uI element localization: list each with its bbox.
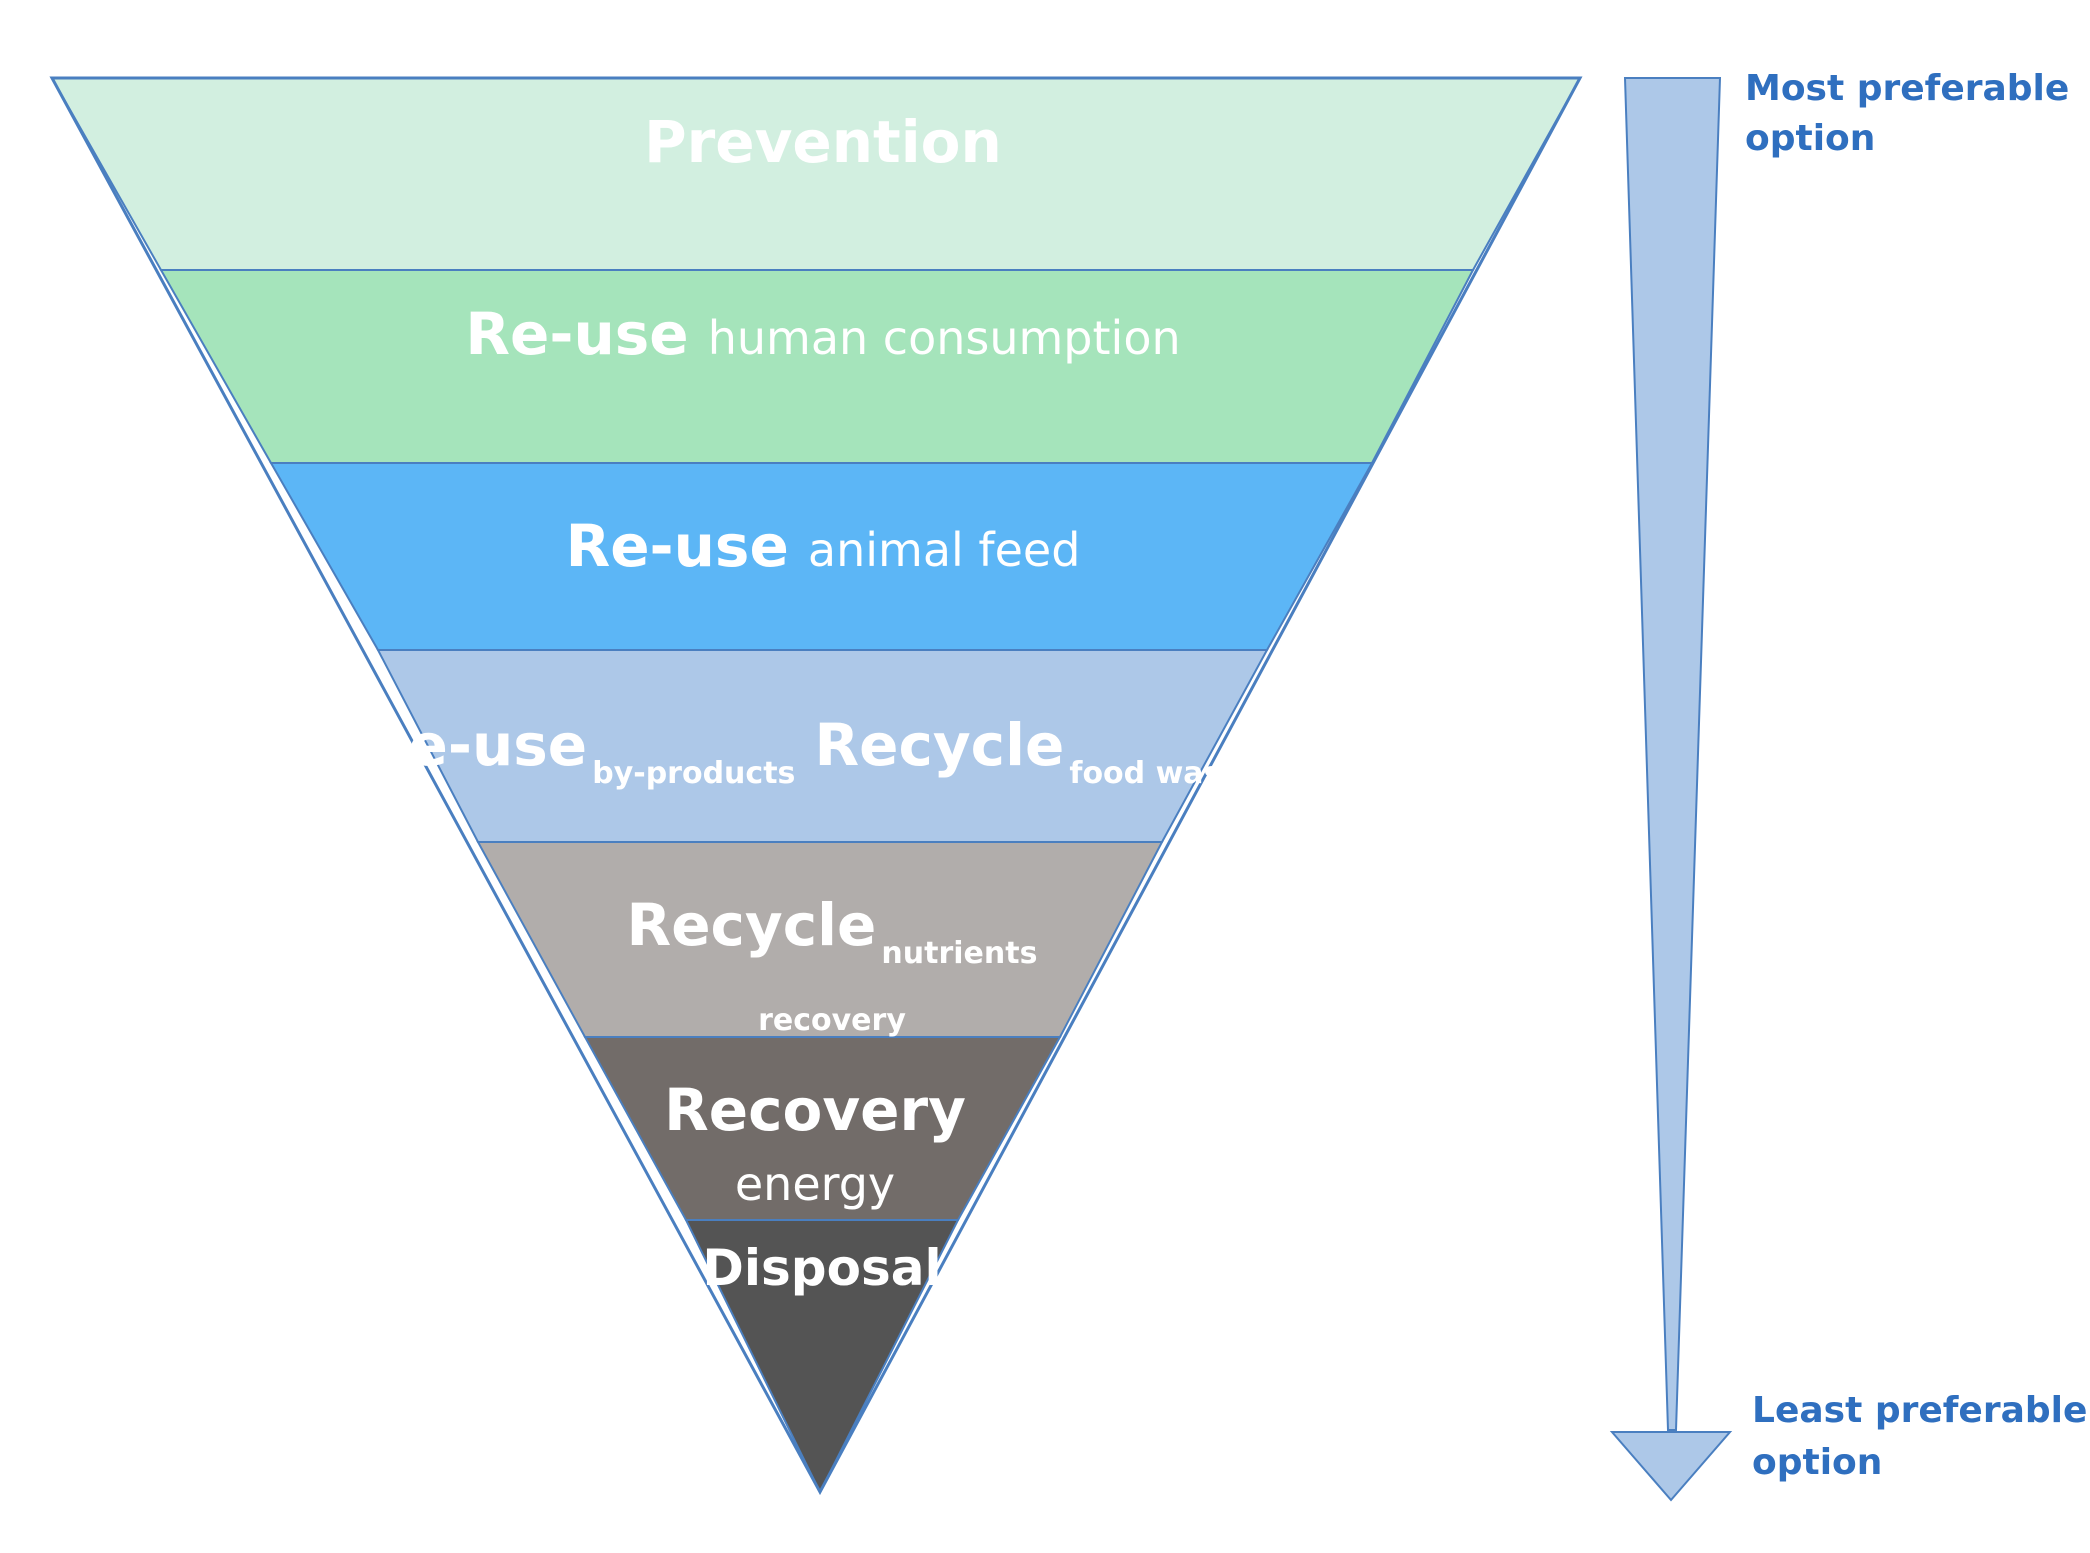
preference-arrow-shaft [1623, 77, 1722, 1431]
tier-reuse-recycle-label: Re-use by-products Recycle food waste [364, 711, 1256, 791]
tier-reuse-animal-main: Re-use [566, 512, 789, 580]
tier-reuse-byproducts-sub: by-products [592, 756, 795, 791]
most-preferable-line1: Most preferable [1745, 68, 2069, 109]
tier-recycle-nutrients-label: Recycle nutrients [627, 891, 1038, 971]
least-preferable-label: Least preferable option [1752, 1390, 2090, 1483]
tier-reuse-human-label: Re-use human consumption [465, 300, 1180, 368]
most-preferable-line2: option [1745, 118, 1875, 159]
most-preferable-label: Most preferable option [1745, 68, 2082, 159]
tier-recycle-nutrients-main: Recycle [627, 891, 877, 959]
tier-recycle-nutrients-secondary: recovery [758, 1003, 906, 1038]
tier-reuse-human-band [159, 269, 1475, 464]
tier-reuse-animal-secondary: animal feed [808, 523, 1081, 577]
tier-recycle-nutrients-sub: nutrients [881, 936, 1037, 971]
tier-recycle-foodwaste-sub: food waste [1069, 756, 1256, 791]
tier-reuse-animal-label: Re-use animal feed [566, 512, 1081, 580]
tier-reuse-human-secondary: human consumption [708, 311, 1181, 365]
tier-disposal-band [684, 1219, 960, 1495]
least-preferable-line2: option [1752, 1442, 1882, 1483]
preference-arrow-head [1609, 1431, 1733, 1502]
tier-recovery-secondary: energy [735, 1157, 895, 1211]
tier-prevention-label: Prevention [644, 108, 1002, 176]
tier-reuse-byproducts-main: Re-use [364, 711, 587, 779]
tier-recovery-main: Recovery [664, 1076, 966, 1144]
tier-reuse-human-main: Re-use [465, 300, 688, 368]
tier-recycle-foodwaste-main: Recycle [815, 711, 1065, 779]
least-preferable-line1: Least preferable [1752, 1390, 2087, 1431]
pyramid-outline [49, 76, 1583, 1496]
tier-disposal-label: Disposal [702, 1239, 941, 1297]
